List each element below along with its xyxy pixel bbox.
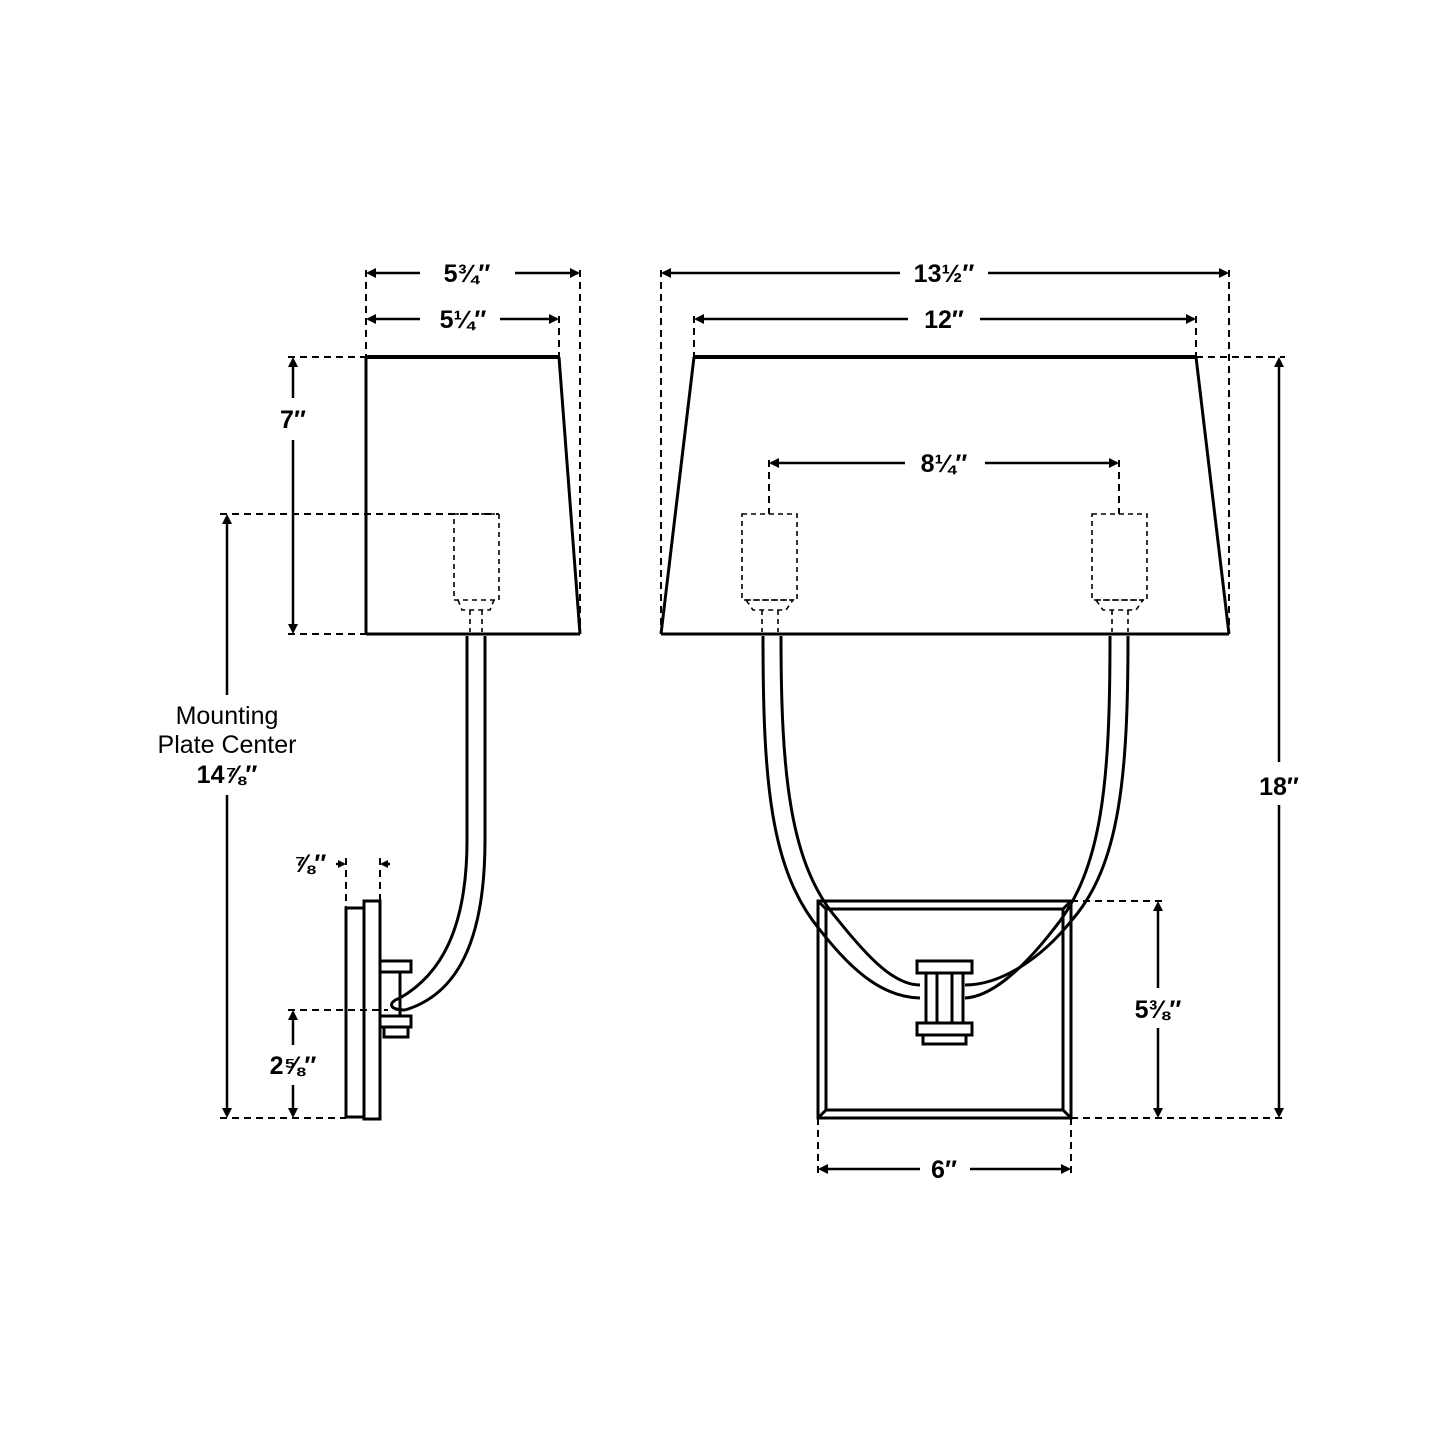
- side-shade-height-label: 7″: [280, 406, 306, 434]
- front-center-hub: [915, 959, 974, 1046]
- front-shade-top-dimension: 12″: [693, 306, 1197, 357]
- front-shade-bottom-dimension: 13½″: [660, 260, 1230, 628]
- front-backplate: [816, 899, 1073, 1120]
- overall-height-label: 18″: [1259, 773, 1299, 801]
- overall-height-dimension: 18″: [1071, 356, 1299, 1119]
- mounting-plate-center-dimension: Mounting Plate Center 14⅞″: [158, 513, 499, 1119]
- side-shade: [364, 355, 582, 636]
- side-shade-height-dimension: 7″: [280, 356, 366, 635]
- side-shade-top-dimension: 5¼″: [366, 306, 560, 357]
- socket-spacing-label: 8¼″: [921, 450, 968, 478]
- front-socket-left: [741, 513, 798, 632]
- backplate-height-dimension: 5⅜″: [1071, 900, 1182, 1118]
- mounting-label-line1: Mounting: [176, 702, 279, 730]
- side-socket: [453, 513, 500, 632]
- plate-depth-dimension: ⅞″: [294, 850, 390, 908]
- side-shade-bottom-dimension: 5¾″: [365, 260, 581, 628]
- mounting-label-line2: Plate Center: [158, 731, 297, 759]
- front-socket-right: [1091, 513, 1148, 632]
- arm-height-dimension: 2⅝″: [270, 1009, 388, 1118]
- socket-spacing-dimension: 8¼″: [768, 450, 1120, 514]
- side-shade-top-width-label: 5¼″: [440, 306, 487, 334]
- front-shade-top-width-label: 12″: [924, 306, 964, 334]
- front-shade: [659, 355, 1231, 636]
- backplate-width-label: 6″: [931, 1156, 957, 1184]
- arm-height-label: 2⅝″: [270, 1052, 317, 1080]
- backplate-width-dimension: 6″: [817, 1118, 1072, 1184]
- plate-depth-label: ⅞″: [294, 850, 327, 878]
- side-shade-bottom-width-label: 5¾″: [444, 260, 491, 288]
- front-shade-bottom-width-label: 13½″: [914, 260, 975, 288]
- backplate-height-label: 5⅜″: [1135, 996, 1182, 1024]
- mounting-value-label: 14⅞″: [197, 761, 258, 789]
- side-view: 5¾″ 5¼″ 7″ Mountin: [158, 260, 582, 1121]
- front-view: 13½″ 12″ 8¼″: [659, 260, 1299, 1184]
- side-arm: [390, 636, 487, 1012]
